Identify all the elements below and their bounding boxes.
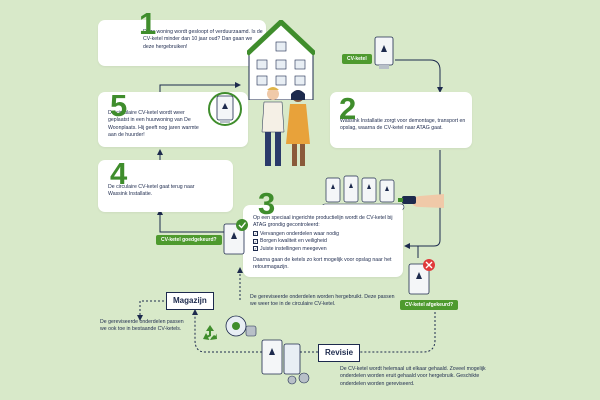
step4-card: De circulaire CV-ketel gaat terug naar W… bbox=[98, 160, 233, 212]
arrow-step5-to-house bbox=[159, 82, 241, 92]
revisie-label: Revisie bbox=[318, 344, 361, 362]
arrow-house-to-step2 bbox=[395, 59, 443, 93]
step2-number: 2 bbox=[339, 91, 357, 126]
recycle-icon bbox=[203, 325, 217, 340]
arrow-magazijn-left bbox=[137, 300, 168, 321]
step5-text: De circulaire CV-ketel wordt weer geplaa… bbox=[108, 110, 199, 139]
step3-number: 3 bbox=[258, 186, 276, 221]
step4-text: De circulaire CV-ketel gaat terug naar W… bbox=[108, 184, 195, 198]
step1-number: 1 bbox=[139, 6, 157, 41]
step3-outro: Daarna gaan de ketels zo kort mogelijk v… bbox=[253, 257, 392, 271]
step3-check-2: ✓Borgen kwaliteit en veiligheid bbox=[253, 238, 327, 245]
step3-check-3: ✓Juiste instellingen meegeven bbox=[253, 245, 327, 252]
step1-text: Deze woning wordt gesloopt of verduurzaa… bbox=[143, 29, 263, 50]
step1-card: Deze woning wordt gesloopt of verduurzaa… bbox=[98, 20, 266, 66]
boiler-icon bbox=[223, 219, 248, 255]
check-icon: ✓ bbox=[253, 231, 258, 237]
arrow-step3-to-afgekeurd bbox=[405, 245, 419, 258]
step3-checklist: ✓Vervangen onderdelen waar nodig ✓Borgen… bbox=[253, 231, 393, 253]
disassembled-boiler bbox=[261, 339, 310, 385]
hand-icon bbox=[398, 194, 444, 208]
step5-number: 5 bbox=[110, 88, 128, 123]
arrow-revisie-to-magazijn bbox=[192, 309, 318, 353]
cv-ketel-tag: CV-ketel bbox=[342, 54, 372, 64]
afgekeurd-tag: CV-ketel afgekeurd? bbox=[400, 300, 459, 310]
arrow-step3-to-step4 bbox=[157, 209, 240, 233]
boiler-icon bbox=[374, 36, 394, 69]
step3-card: Op een speciaal ingerichte productielijn… bbox=[243, 205, 403, 277]
step2-card: Wassink Installatie zorgt voor demontage… bbox=[330, 92, 472, 148]
revisie-text: De CV-ketel wordt helemaal uit elkaar ge… bbox=[340, 366, 486, 387]
step2-text: Wassink Installatie zorgt voor demontage… bbox=[340, 118, 466, 132]
step3-intro: Op een speciaal ingerichte productielijn… bbox=[253, 215, 393, 229]
magazijn-label: Magazijn bbox=[166, 292, 214, 310]
residents-icon bbox=[261, 87, 310, 166]
arrow-step2-to-step3 bbox=[404, 150, 441, 249]
goedgekeurd-tag: CV-ketel goedgekeurd? bbox=[156, 235, 222, 245]
boiler-icon bbox=[208, 92, 242, 126]
house-icon bbox=[247, 20, 315, 100]
magazijn-side-text: De gereviseerde onderdelen passen we ook… bbox=[100, 319, 184, 333]
magazijn-text: De gereviseerde onderdelen worden hergeb… bbox=[250, 294, 395, 308]
check-icon: ✓ bbox=[253, 245, 258, 251]
boiler-icon bbox=[408, 259, 435, 295]
step4-number: 4 bbox=[110, 156, 128, 191]
arrow-afgekeurd-to-revisie bbox=[349, 312, 436, 355]
step3-check-1: ✓Vervangen onderdelen waar nodig bbox=[253, 231, 340, 237]
check-icon: ✓ bbox=[253, 238, 258, 244]
parts-icon bbox=[225, 315, 257, 337]
